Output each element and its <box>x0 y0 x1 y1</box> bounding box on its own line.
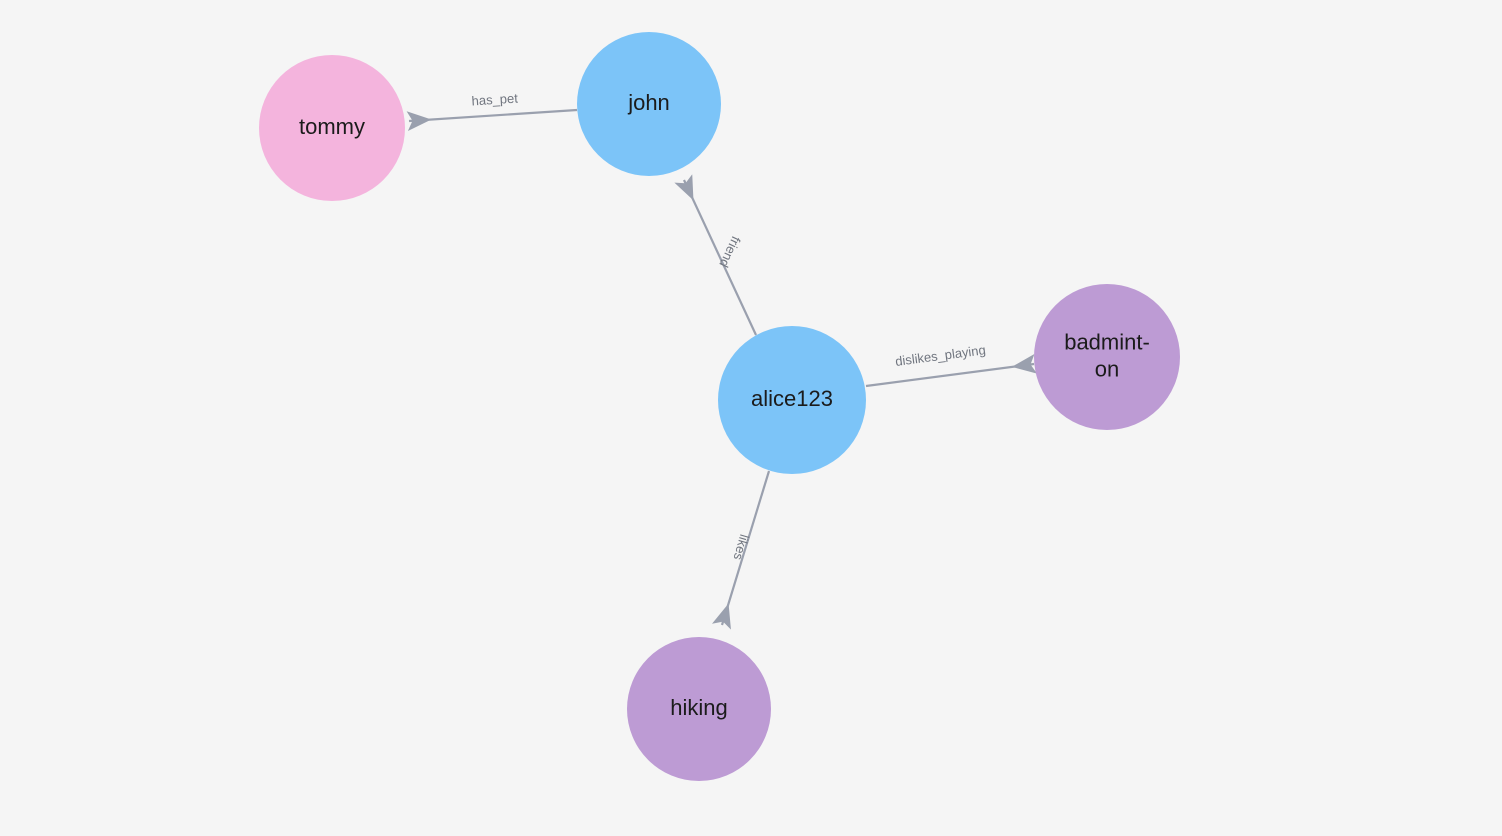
graph-node-alice123[interactable]: alice123 <box>718 326 866 474</box>
node-circle-badminton[interactable] <box>1034 284 1180 430</box>
graph-edge[interactable] <box>674 174 757 336</box>
graph-node-john[interactable]: john <box>577 32 721 176</box>
node-circle-john[interactable] <box>577 32 721 176</box>
node-circle-alice123[interactable] <box>718 326 866 474</box>
graph-edge[interactable] <box>865 353 1038 388</box>
graph-node-tommy[interactable]: tommy <box>259 55 405 201</box>
edges-layer <box>406 108 1038 630</box>
graph-edge[interactable] <box>406 108 578 131</box>
graph-node-badminton[interactable]: badmint-on <box>1034 284 1180 430</box>
node-circle-tommy[interactable] <box>259 55 405 201</box>
graph-node-hiking[interactable]: hiking <box>627 637 771 781</box>
node-circle-hiking[interactable] <box>627 637 771 781</box>
graph-edge[interactable] <box>712 470 771 630</box>
